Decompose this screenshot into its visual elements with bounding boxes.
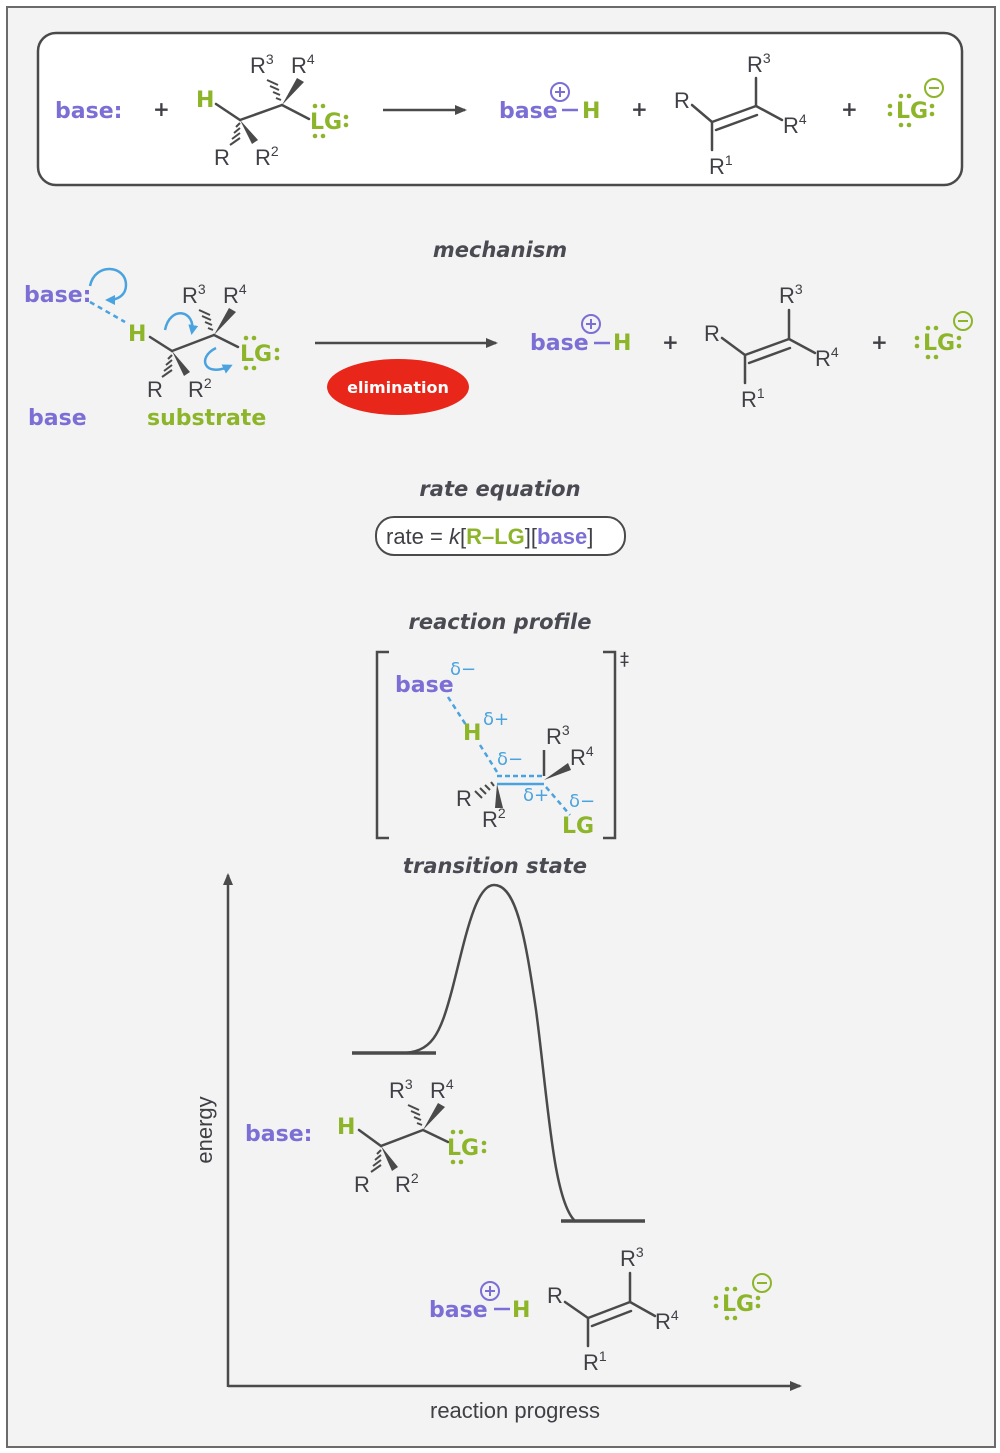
svg-text:H: H bbox=[128, 322, 146, 347]
protonated-base: base H bbox=[499, 82, 600, 124]
svg-text:R4: R4 bbox=[783, 111, 807, 138]
energy-curve bbox=[399, 883, 576, 1222]
rate-law-box: rate = k[R–LG][base] bbox=[375, 516, 626, 556]
base-caption: base bbox=[28, 406, 87, 431]
svg-text:base: base bbox=[429, 1298, 488, 1323]
svg-text:δ+: δ+ bbox=[483, 709, 509, 730]
svg-text:R3: R3 bbox=[779, 281, 803, 308]
y-axis-label: energy bbox=[192, 1096, 217, 1163]
r3-label: R3 bbox=[250, 51, 274, 78]
svg-text:R4: R4 bbox=[430, 1076, 454, 1103]
svg-text:LG: LG bbox=[562, 814, 594, 839]
svg-text:LG: LG bbox=[240, 342, 272, 367]
svg-text:LG: LG bbox=[722, 1292, 754, 1317]
svg-text:+: + bbox=[871, 330, 888, 354]
diagram-frame bbox=[6, 6, 996, 1448]
r2-label: R2 bbox=[255, 143, 279, 170]
svg-text:base:: base: bbox=[245, 1122, 312, 1147]
svg-text:base: base bbox=[499, 99, 558, 124]
alkene-product: R R3 R4 R1 bbox=[674, 50, 807, 179]
svg-text:H: H bbox=[512, 1298, 530, 1323]
svg-text:R1: R1 bbox=[741, 385, 765, 412]
svg-text:R2: R2 bbox=[395, 1170, 419, 1197]
svg-text:R2: R2 bbox=[482, 805, 506, 832]
svg-text:LG: LG bbox=[447, 1136, 479, 1161]
mechanism-reactants: base: H R3 R4 R R2 LG base substrate bbox=[24, 267, 280, 431]
svg-text:H: H bbox=[337, 1115, 355, 1140]
leaving-group-label: LG bbox=[310, 110, 342, 135]
svg-text:H: H bbox=[582, 99, 600, 124]
r4-label: R4 bbox=[291, 51, 315, 78]
substrate-caption: substrate bbox=[147, 406, 266, 431]
svg-text:R: R bbox=[456, 786, 472, 811]
svg-text:R: R bbox=[354, 1172, 370, 1197]
svg-text:R3: R3 bbox=[546, 722, 570, 749]
base-nucleophile: base: bbox=[24, 283, 91, 308]
svg-text:R1: R1 bbox=[583, 1348, 607, 1375]
svg-text:R2: R2 bbox=[188, 375, 212, 402]
rate-expression: rate = k[R–LG][base] bbox=[386, 524, 593, 549]
svg-text:base: base bbox=[395, 673, 454, 698]
transition-state-structure: ‡ base δ− H δ+ δ− δ+ δ− R3 R4 R R2 LG bbox=[375, 649, 629, 840]
svg-text:δ−: δ− bbox=[450, 659, 476, 680]
plus-sign: + bbox=[631, 97, 648, 121]
svg-text:δ−: δ− bbox=[569, 791, 595, 812]
leaving-group-anion: LG bbox=[887, 78, 944, 128]
svg-text:R: R bbox=[674, 88, 690, 113]
mechanism-heading: mechanism bbox=[433, 238, 567, 262]
svg-text:R4: R4 bbox=[223, 281, 247, 308]
x-axis-label: reaction progress bbox=[430, 1398, 600, 1423]
curved-arrow bbox=[88, 267, 128, 305]
r-label: R bbox=[214, 145, 230, 170]
svg-text:elimination: elimination bbox=[347, 378, 449, 397]
base-reactant: base: bbox=[55, 99, 122, 124]
reaction-profile-heading: reaction profile bbox=[409, 610, 592, 634]
mechanism-products: base H + R R3 R4 R1 + LG bbox=[530, 281, 973, 412]
svg-text:LG: LG bbox=[923, 331, 955, 356]
svg-text:δ−: δ− bbox=[497, 749, 523, 770]
svg-text:R4: R4 bbox=[570, 743, 594, 770]
svg-text:R3: R3 bbox=[620, 1244, 644, 1271]
svg-text:R4: R4 bbox=[815, 344, 839, 371]
profile-reactants: base: H R3 R4 R R2 LG bbox=[245, 1076, 487, 1197]
svg-text:H: H bbox=[613, 331, 631, 356]
svg-text:R: R bbox=[704, 321, 720, 346]
svg-text:base: base bbox=[530, 331, 589, 356]
substrate-structure: H R3 R4 R R2 LG bbox=[196, 51, 349, 170]
hydrogen-label: H bbox=[196, 88, 214, 113]
svg-text:R3: R3 bbox=[182, 281, 206, 308]
svg-text:R: R bbox=[547, 1283, 563, 1308]
energy-diagram: energy reaction progress bbox=[192, 873, 802, 1423]
svg-text:LG: LG bbox=[896, 99, 928, 124]
plus-sign: + bbox=[153, 97, 170, 121]
svg-text:δ+: δ+ bbox=[523, 785, 549, 806]
svg-text:R4: R4 bbox=[655, 1307, 679, 1334]
elimination-badge: elimination bbox=[327, 359, 469, 415]
plus-sign: + bbox=[841, 97, 858, 121]
overall-reaction-box: base: + H R3 R4 R R2 LG base bbox=[36, 31, 964, 187]
svg-text:R1: R1 bbox=[709, 152, 733, 179]
svg-text:R: R bbox=[147, 377, 163, 402]
profile-products: base H R R3 R4 R1 LG bbox=[429, 1244, 772, 1375]
rate-equation-heading: rate equation bbox=[419, 477, 580, 501]
svg-text:H: H bbox=[463, 721, 481, 746]
svg-text:R3: R3 bbox=[747, 50, 771, 77]
transition-state-heading: transition state bbox=[403, 854, 587, 878]
double-dagger: ‡ bbox=[620, 649, 629, 670]
svg-text:+: + bbox=[662, 330, 679, 354]
svg-text:R3: R3 bbox=[389, 1076, 413, 1103]
